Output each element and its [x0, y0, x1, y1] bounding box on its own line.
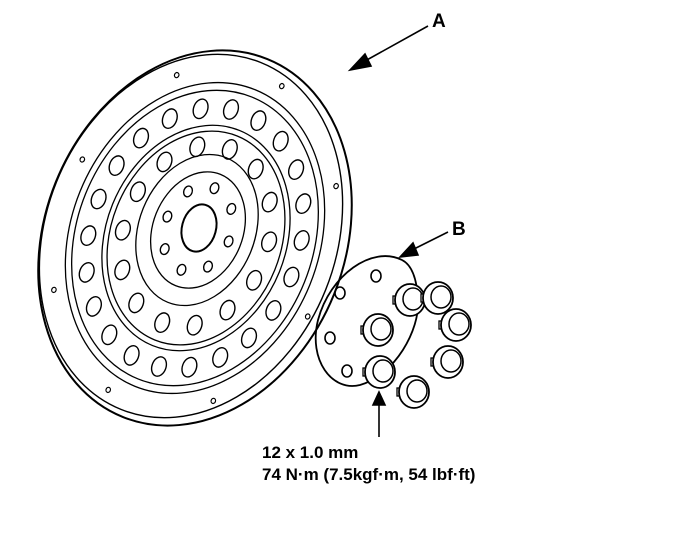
outer-ring-hole	[293, 230, 310, 251]
rim-hole	[304, 313, 311, 320]
bolt-torque-spec: 74 N·m (7.5kgf·m, 54 lbf·ft)	[262, 465, 476, 484]
backing-plate-hole	[370, 269, 382, 283]
outer-ring-hole	[78, 262, 95, 283]
outer-ring-hole	[90, 188, 107, 210]
drive-plate-rings	[64, 81, 326, 395]
rim-hole	[51, 286, 57, 294]
outer-ring-hole	[101, 324, 118, 346]
hub-bolt-hole	[226, 202, 237, 215]
hub-bolt-hole	[223, 235, 234, 248]
outer-ring-hole	[80, 225, 97, 246]
backing-plate-hole	[324, 331, 336, 345]
flywheel-bolt	[438, 308, 472, 342]
outer-ring-hole	[287, 159, 305, 180]
rim-hole	[79, 156, 86, 163]
callout-label-a: A	[432, 11, 446, 32]
outer-ring-hole	[192, 98, 209, 120]
hub-bolt-hole	[176, 263, 187, 276]
flywheel-bolt	[360, 313, 394, 347]
center-hole	[180, 203, 218, 253]
inner-ring-hole	[128, 292, 145, 314]
rim-hole	[210, 397, 217, 405]
backing-plate-b	[314, 255, 472, 409]
outer-ring-hole	[108, 155, 125, 176]
outer-ring-hole	[250, 110, 267, 131]
inner-ring-hole	[247, 158, 264, 180]
inner-ring-holes	[114, 136, 278, 336]
callout-label-b: B	[452, 219, 466, 240]
backing-plate-hole	[334, 286, 346, 300]
inner-ring-hole	[260, 231, 278, 253]
bolt-group	[360, 281, 472, 409]
outer-ring-hole	[265, 300, 282, 321]
outer-ring-hole	[85, 296, 103, 317]
outer-ring-hole	[150, 356, 168, 377]
inner-ring-hole	[154, 312, 171, 333]
inner-ring-hole	[129, 181, 147, 203]
rim-small-holes	[51, 71, 339, 405]
hub-bolt-hole	[209, 182, 220, 195]
inner-ring-hole	[186, 314, 203, 336]
flywheel-bolt	[392, 283, 426, 317]
rim-hole	[278, 82, 285, 90]
leader-arrow-bolt	[371, 390, 387, 437]
hub-bolt-hole	[162, 210, 173, 223]
outer-ring-hole	[240, 327, 258, 349]
flywheel-bolt	[396, 375, 430, 409]
bolt-size-spec: 12 x 1.0 mm	[262, 443, 359, 462]
rim-hole	[105, 386, 112, 394]
outer-ring-hole	[295, 193, 312, 214]
inner-ring-hole	[114, 259, 131, 281]
inner-ring-hole	[156, 151, 173, 173]
hub-bolt-hole	[159, 243, 170, 256]
leader-arrow-b	[397, 231, 449, 259]
outer-ring-hole	[222, 99, 240, 120]
flywheel-bolt	[420, 281, 454, 315]
drive-plate-outline	[37, 49, 353, 427]
rim-hole	[173, 71, 180, 79]
drive-plate-a	[37, 49, 353, 427]
leader-arrow-a	[347, 25, 429, 72]
flywheel-bolt	[362, 355, 396, 389]
outer-ring-holes	[78, 98, 312, 378]
outer-ring-hole	[132, 127, 150, 149]
backing-plate-hole	[341, 364, 353, 378]
hub-bolt-hole	[202, 260, 214, 273]
inner-ring-hole	[114, 219, 132, 241]
outer-ring-hole	[123, 345, 140, 366]
inner-ring-hole	[189, 136, 206, 158]
rim-hole	[333, 182, 339, 190]
outer-ring-hole	[161, 108, 178, 129]
inner-ring-hole	[245, 269, 263, 291]
inner-ring-hole	[221, 139, 238, 160]
outer-ring-hole	[181, 356, 198, 378]
outer-ring-hole	[283, 266, 300, 288]
inner-ring-hole	[219, 299, 236, 321]
outer-ring-hole	[272, 130, 289, 152]
hub-bolt-hole	[182, 185, 194, 198]
flywheel-bolt	[430, 345, 464, 379]
outer-ring-hole	[212, 347, 229, 368]
hub-bolt-holes	[159, 182, 237, 276]
inner-ring-hole	[261, 191, 278, 213]
